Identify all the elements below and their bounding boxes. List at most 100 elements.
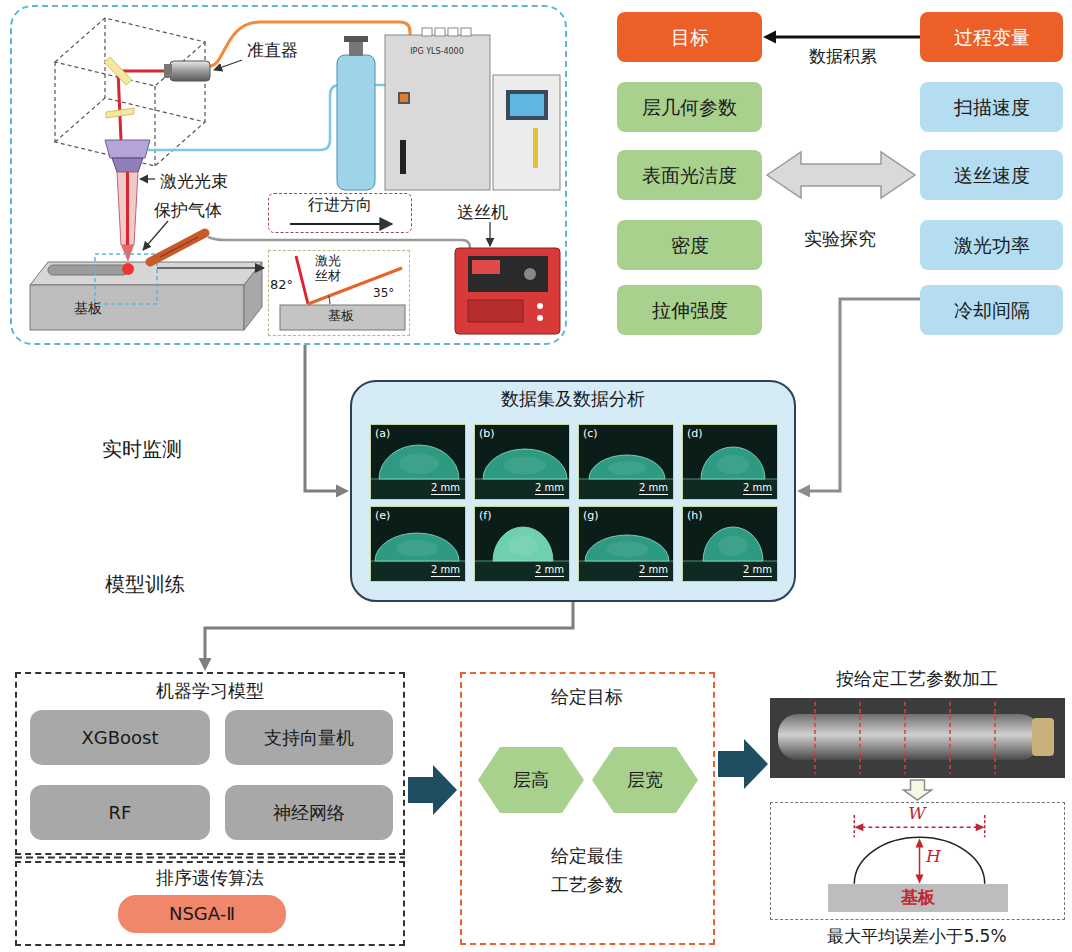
wire-feeder <box>455 248 560 334</box>
machine-buttons <box>422 28 471 36</box>
node-text: 激光功率 <box>954 234 1030 257</box>
screen <box>510 94 544 116</box>
micrograph: (f)2 mm <box>474 506 570 582</box>
connector <box>904 780 932 800</box>
screen-frame <box>506 90 548 120</box>
scale-bar: 2 mm <box>743 482 772 495</box>
node-text: 过程变量 <box>954 26 1030 49</box>
collimator-end <box>164 64 172 78</box>
model-box: XGBoost <box>30 710 210 765</box>
shape-part <box>371 561 465 581</box>
shape-part <box>854 815 856 837</box>
shape-part <box>585 535 669 561</box>
scale-bar: 2 mm <box>639 564 668 577</box>
node-text: 表面光洁度 <box>642 164 737 187</box>
head-collar <box>112 158 143 172</box>
connector-line <box>808 299 920 491</box>
cube-edge <box>104 18 105 98</box>
plate-side <box>244 262 262 330</box>
node-text: 层高 <box>513 769 549 791</box>
micrograph: (d)2 mm <box>682 424 778 500</box>
substrate-box: 基板 <box>828 884 1008 912</box>
micrograph: (a)2 mm <box>370 424 466 500</box>
node-text: 密度 <box>671 234 709 257</box>
node-text: 送丝速度 <box>954 164 1030 187</box>
connector <box>797 299 920 498</box>
shape-part <box>379 445 459 479</box>
angle-inset: 激光丝材82°35°基板 <box>268 250 410 336</box>
scale-bar: 2 mm <box>535 482 564 495</box>
algorithm-pill: NSGA-Ⅱ <box>118 895 286 933</box>
result-text: 给定最佳 工艺参数 <box>546 842 629 900</box>
button <box>461 28 471 36</box>
block-arrow <box>718 739 768 789</box>
connector-line <box>774 36 920 39</box>
connector <box>408 765 457 815</box>
angle-label: 35° <box>373 286 394 300</box>
algorithm-group: 排序遗传算法 NSGA-Ⅱ <box>15 861 405 946</box>
shape-part <box>815 702 995 774</box>
node-text: 目标 <box>671 26 709 49</box>
feeder-panel <box>468 256 548 292</box>
node-text: 冷却间隔 <box>954 299 1030 322</box>
shape-part <box>483 449 567 479</box>
wire-nozzle <box>150 233 205 262</box>
connector <box>718 739 768 789</box>
node-text: 支持向量机 <box>264 727 354 749</box>
lens <box>106 108 134 118</box>
edge-label: 实验探究 <box>802 228 878 250</box>
part-label: 激光 <box>315 253 341 269</box>
bead-photo-shape <box>770 698 1065 778</box>
connector <box>763 31 920 44</box>
shape-part <box>589 455 665 479</box>
mirror <box>104 57 132 85</box>
leader-line <box>214 60 242 70</box>
panel-letter: (a) <box>375 427 390 440</box>
shape-part <box>984 815 986 837</box>
model-box: RF <box>30 785 210 840</box>
part-label: 基板 <box>328 308 354 324</box>
connector-line <box>305 345 338 491</box>
plate-top <box>30 262 262 285</box>
nozzle-stripe <box>160 237 198 257</box>
caption-text: 最大平均误差小于5.5% <box>827 926 1006 946</box>
indicator <box>400 94 408 102</box>
block-arrow <box>767 152 915 198</box>
shape-part <box>608 461 646 475</box>
shape-part <box>1032 718 1054 756</box>
connector <box>199 602 574 671</box>
part-label: 送丝机 <box>457 202 508 222</box>
group-title: 排序遗传算法 <box>156 867 264 889</box>
micrograph: (e)2 mm <box>370 506 466 582</box>
collimator <box>170 61 210 81</box>
cylinder-neck <box>349 42 363 56</box>
node-text: 扫描速度 <box>954 96 1030 119</box>
shape-part <box>854 815 984 878</box>
shape-part <box>508 536 538 556</box>
dimension-label: W <box>906 803 927 823</box>
goal-header: 目标 <box>617 12 762 62</box>
target-box: 密度 <box>617 220 762 270</box>
bead-photo: 按给定工艺参数加工 <box>770 698 1065 778</box>
cube-edge <box>204 42 205 122</box>
button <box>448 28 458 36</box>
shape-part <box>976 823 985 831</box>
shape-part <box>770 698 1065 778</box>
laser-source <box>385 35 490 190</box>
shape-part <box>718 536 748 556</box>
optical-fiber <box>210 22 410 66</box>
shape-part <box>994 702 996 774</box>
target-box: 层几何参数 <box>617 82 762 132</box>
shape-part <box>701 447 765 479</box>
parameter-box: 扫描速度 <box>920 82 1063 132</box>
variable-header: 过程变量 <box>920 12 1063 62</box>
shape-part <box>478 747 584 813</box>
part-label: 丝材 <box>315 268 341 284</box>
shape-part <box>949 702 951 774</box>
dataset-panel: 数据集及数据分析(a)2 mm(b)2 mm(c)2 mm(d)2 mm(e)2… <box>350 380 796 602</box>
target-hexagon: 层高 <box>476 745 586 815</box>
leader-line <box>140 178 155 179</box>
gas-cylinder <box>337 55 375 190</box>
shape-part <box>915 875 923 884</box>
shape-part <box>904 702 906 774</box>
